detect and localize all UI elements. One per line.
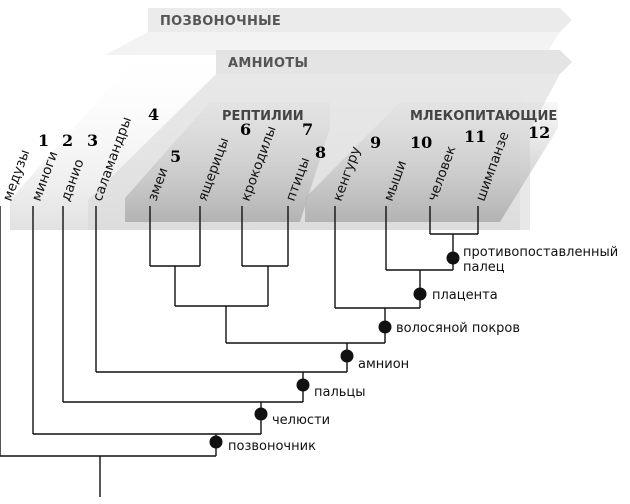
trait-fingers: пальцы (314, 385, 366, 400)
node-hair (378, 320, 392, 334)
node-fingers (296, 378, 310, 392)
amniotes-label: АМНИОТЫ (228, 56, 308, 71)
node-spine (209, 435, 223, 449)
taxon-number: 3 (87, 131, 98, 150)
trait-thumb-line1: противопоставленный (463, 245, 618, 260)
mammals-label: МЛЕКОПИТАЮЩИЕ (410, 109, 557, 124)
trait-thumb-line2: палец (463, 260, 505, 275)
node-placenta (413, 287, 427, 301)
cladogram-tree (0, 206, 479, 497)
taxon-number: 9 (370, 133, 381, 152)
node-amnion (340, 349, 354, 363)
taxon-number: 7 (302, 120, 313, 139)
node-thumb (446, 251, 460, 265)
taxon-number: 6 (240, 120, 251, 139)
trait-spine: позвоночник (228, 439, 316, 454)
trait-amnion: амнион (358, 357, 409, 372)
taxon-number: 2 (62, 131, 73, 150)
amniotes-band: АМНИОТЫ (216, 50, 572, 74)
node-jaws (254, 407, 268, 421)
taxon-number: 1 (38, 131, 49, 150)
trait-hair: волосяной покров (396, 321, 520, 336)
trait-placenta: плацента (432, 288, 498, 303)
taxon-number: 12 (528, 123, 550, 142)
reptiles-label: РЕПТИЛИИ (222, 109, 304, 124)
vertebrates-label: ПОЗВОНОЧНЫЕ (160, 14, 281, 29)
taxon-number: 8 (315, 143, 326, 162)
reptiles-box: РЕПТИЛИИ (125, 102, 330, 222)
taxon-numbers: 1 2 3 4 5 6 7 8 9 10 11 12 (38, 105, 550, 166)
trait-jaws: челюсти (272, 413, 330, 428)
taxon-number: 10 (410, 133, 432, 152)
taxon-number: 4 (148, 105, 159, 124)
taxon-number: 5 (170, 147, 181, 166)
taxon-number: 11 (464, 127, 486, 146)
mammals-box: МЛЕКОПИТАЮЩИЕ (305, 102, 558, 222)
